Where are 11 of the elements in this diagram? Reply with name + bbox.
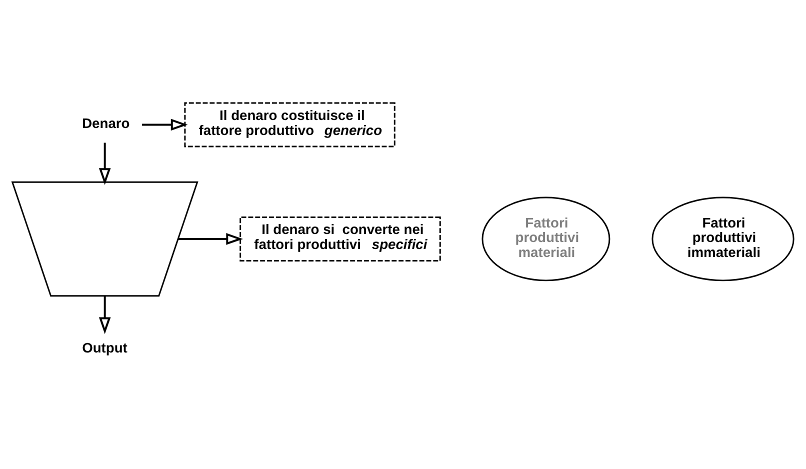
arrow bbox=[98, 142, 111, 184]
node-ellipse: Fattori produttivi materiali bbox=[482, 196, 610, 281]
arrow bbox=[178, 232, 244, 244]
node-box: Il denaro si converte nei fattori produttivi specifici bbox=[240, 216, 441, 261]
node-ellipse: Fattori produttivi immateriali bbox=[652, 196, 794, 281]
node-funnel bbox=[11, 180, 198, 296]
node-text: Denaro bbox=[82, 114, 130, 130]
node-text: Output bbox=[82, 338, 128, 355]
arrow bbox=[142, 118, 188, 130]
arrow bbox=[98, 296, 111, 334]
node-box: Il denaro costituisce il fattore produttivo generico bbox=[184, 102, 396, 147]
